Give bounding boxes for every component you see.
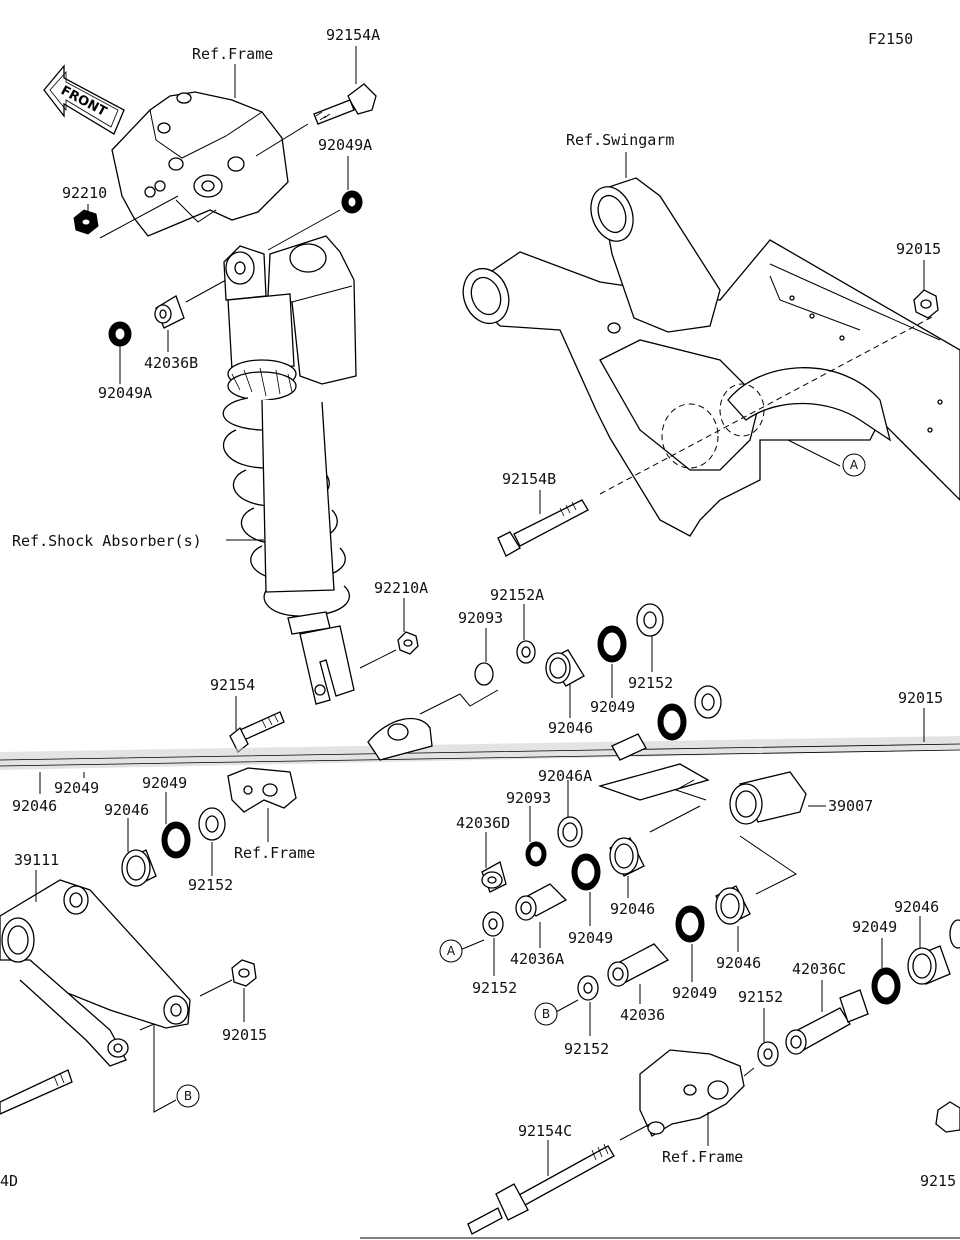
nut-92210 xyxy=(73,209,99,235)
part-92046-c1: 92046 xyxy=(610,900,655,918)
part-92154a: 92154A xyxy=(326,26,380,44)
part-42036: 42036 xyxy=(620,1006,665,1024)
part-92046-c2: 92046 xyxy=(716,954,761,972)
bearing-row-left xyxy=(121,807,226,887)
bolt-92154c xyxy=(467,1143,615,1235)
part-42036c: 42036C xyxy=(792,960,846,978)
bolt-lower-left xyxy=(0,1069,73,1115)
ref-frame-mid: Ref.Frame xyxy=(234,844,315,862)
bolt-92154a xyxy=(313,83,377,125)
part-92210a: 92210A xyxy=(374,579,428,597)
part-92046-top: 92046 xyxy=(548,719,593,737)
figure-code: F2150 xyxy=(868,30,913,48)
part-92152a: 92152A xyxy=(490,586,544,604)
part-92046a: 92046A xyxy=(538,767,592,785)
sleeve-39007 xyxy=(649,771,807,895)
part-42036d: 42036D xyxy=(456,814,510,832)
frame-mount-top xyxy=(111,91,289,237)
scan-noise-band xyxy=(0,736,960,770)
callout-a-lower: A xyxy=(439,939,463,963)
bolt-lower-right xyxy=(935,1101,960,1133)
ref-frame-bottom: Ref.Frame xyxy=(662,1148,743,1166)
part-92049-c1: 92049 xyxy=(568,929,613,947)
ref-frame-top: Ref.Frame xyxy=(192,45,273,63)
shock-absorber xyxy=(222,235,357,705)
part-92154: 92154 xyxy=(210,676,255,694)
part-39007: 39007 xyxy=(828,797,873,815)
nut-92210a xyxy=(397,631,419,655)
lower-mount-fragment xyxy=(227,717,710,813)
part-92049a-bottom: 92049A xyxy=(98,384,152,402)
callout-b-linkage: B xyxy=(176,1084,200,1108)
part-39111: 39111 xyxy=(14,851,59,869)
part-92154c: 92154C xyxy=(518,1122,572,1140)
part-92152-c2: 92152 xyxy=(564,1040,609,1058)
part-92049-c2: 92049 xyxy=(672,984,717,1002)
bearing-column-middle xyxy=(481,816,751,1001)
part-92152-top: 92152 xyxy=(628,674,673,692)
part-92152-r: 92152 xyxy=(738,988,783,1006)
part-92049-r: 92049 xyxy=(852,918,897,936)
part-92093-mid: 92093 xyxy=(506,789,551,807)
callout-a-text-1: A xyxy=(850,458,859,472)
seal-92049a-bottom xyxy=(108,321,132,347)
callout-a-text-2: A xyxy=(447,944,456,958)
callout-b-text-1: B xyxy=(542,1007,550,1021)
collar-42036b xyxy=(154,295,185,329)
part-92049-mid: 92049 xyxy=(142,774,187,792)
callout-b-text-2: B xyxy=(184,1089,192,1103)
bearing-row-upper xyxy=(419,603,722,741)
frame-mount-bottom xyxy=(639,1049,755,1137)
swingarm xyxy=(462,177,960,537)
part-92210: 92210 xyxy=(62,184,107,202)
part-92046-r: 92046 xyxy=(894,898,939,916)
part-92015-top: 92015 xyxy=(896,240,941,258)
bearing-column-right xyxy=(757,919,960,1067)
seal-92049a-top xyxy=(341,190,363,214)
part-92152-mid: 92152 xyxy=(188,876,233,894)
part-92049-top: 92049 xyxy=(590,698,635,716)
link-arm-39111 xyxy=(0,879,191,1067)
callout-b-lower: B xyxy=(534,1002,558,1026)
part-92049a-top: 92049A xyxy=(318,136,372,154)
part-92015-bottom: 92015 xyxy=(222,1026,267,1044)
bolt-92154b xyxy=(497,499,589,557)
part-92049-left: 92049 xyxy=(54,779,99,797)
part-92046-mid: 92046 xyxy=(104,801,149,819)
front-arrow-icon: FRONT xyxy=(43,64,125,135)
part-92093-top: 92093 xyxy=(458,609,503,627)
nut-92015-lower xyxy=(231,959,257,987)
ref-shock-absorber: Ref.Shock Absorber(s) xyxy=(12,532,202,550)
part-92015-right: 92015 xyxy=(898,689,943,707)
nut-92015-top xyxy=(913,289,939,319)
part-42036a: 42036A xyxy=(510,950,564,968)
bolt-92154 xyxy=(229,711,285,754)
part-92152-c1: 92152 xyxy=(472,979,517,997)
part-4d: 4D xyxy=(0,1172,18,1190)
part-9215: 9215 xyxy=(920,1172,956,1190)
leader-lines xyxy=(35,46,925,1176)
part-92046-left: 92046 xyxy=(12,797,57,815)
part-42036b: 42036B xyxy=(144,354,198,372)
part-92154b: 92154B xyxy=(502,470,556,488)
callout-a-swingarm: A xyxy=(842,453,866,477)
ref-swingarm: Ref.Swingarm xyxy=(566,131,674,149)
